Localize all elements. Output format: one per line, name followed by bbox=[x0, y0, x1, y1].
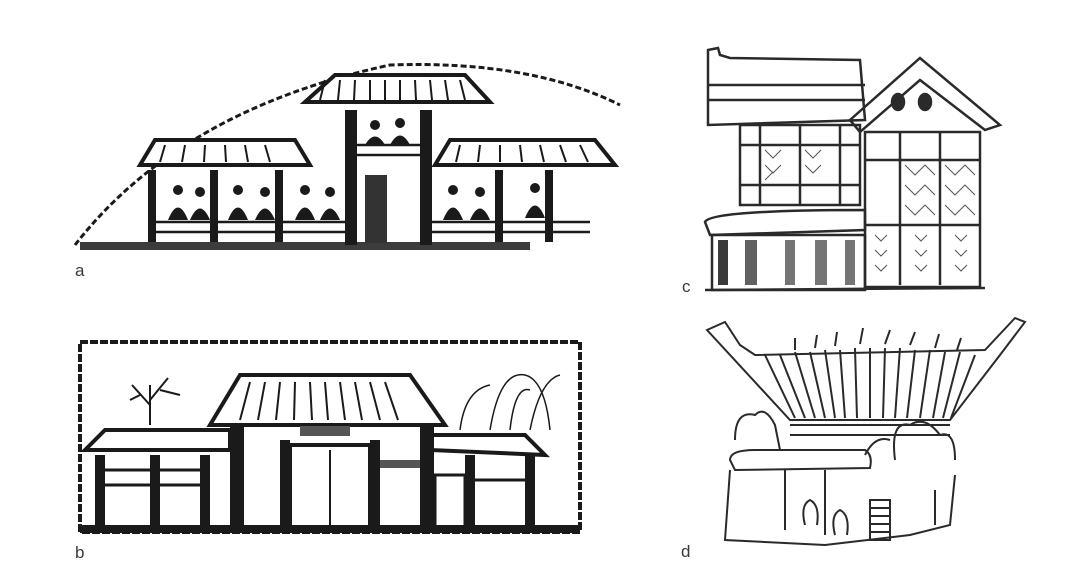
panel-a-gate-tower-rubbing bbox=[60, 50, 640, 260]
panel-d-pavilion-model bbox=[695, 310, 1040, 560]
panel-label-d: d bbox=[681, 542, 691, 561]
panel-label-a: a bbox=[75, 261, 85, 280]
building-model-drawing bbox=[703, 46, 1003, 292]
panel-b-gateway-rubbing bbox=[70, 330, 650, 540]
gate-tower-drawing bbox=[73, 63, 621, 250]
panel-c-building-model bbox=[700, 40, 1020, 295]
gateway-drawing bbox=[78, 340, 582, 534]
panel-label-c: c bbox=[682, 277, 691, 296]
panel-label-b: b bbox=[75, 543, 85, 562]
pavilion-model-drawing bbox=[705, 316, 1027, 547]
